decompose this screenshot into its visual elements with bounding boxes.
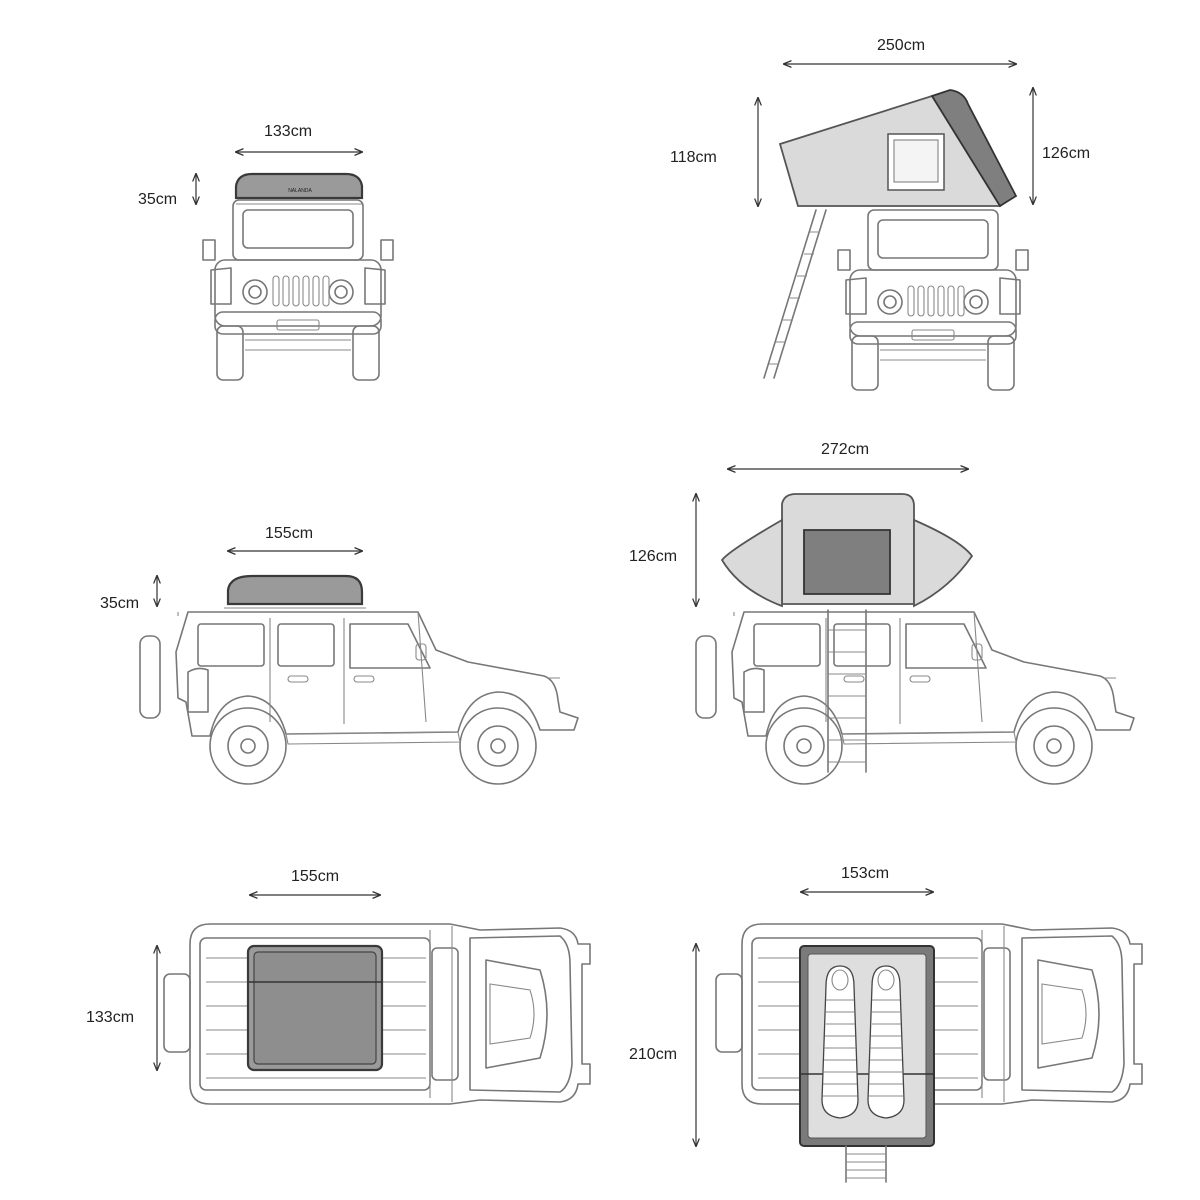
top-open-width-label: 210cm (629, 1046, 678, 1063)
top-closed-length-label: 155cm (291, 868, 340, 885)
side-open-length-label: 272cm (821, 441, 870, 458)
front-view-open (758, 64, 1033, 391)
top-view-closed (157, 895, 591, 1105)
front-closed-width-label: 133cm (264, 123, 313, 140)
front-view-closed: NALANDA (196, 152, 394, 381)
side-view-open (696, 469, 1135, 785)
side-closed-height-label: 35cm (100, 595, 140, 612)
top-open-length-label: 153cm (841, 865, 890, 882)
front-closed-height-label: 35cm (138, 191, 178, 208)
front-open-height-right-label: 126cm (1042, 145, 1091, 162)
side-view-closed (139, 551, 579, 785)
front-open-height-left-label: 118cm (670, 149, 717, 166)
top-closed-width-label: 133cm (86, 1009, 135, 1026)
side-closed-length-label: 155cm (265, 525, 314, 542)
front-open-width-label: 250cm (877, 37, 926, 54)
svg-text:NALANDA: NALANDA (288, 188, 312, 194)
top-view-open (696, 892, 1143, 1183)
side-open-height-label: 126cm (629, 548, 678, 565)
